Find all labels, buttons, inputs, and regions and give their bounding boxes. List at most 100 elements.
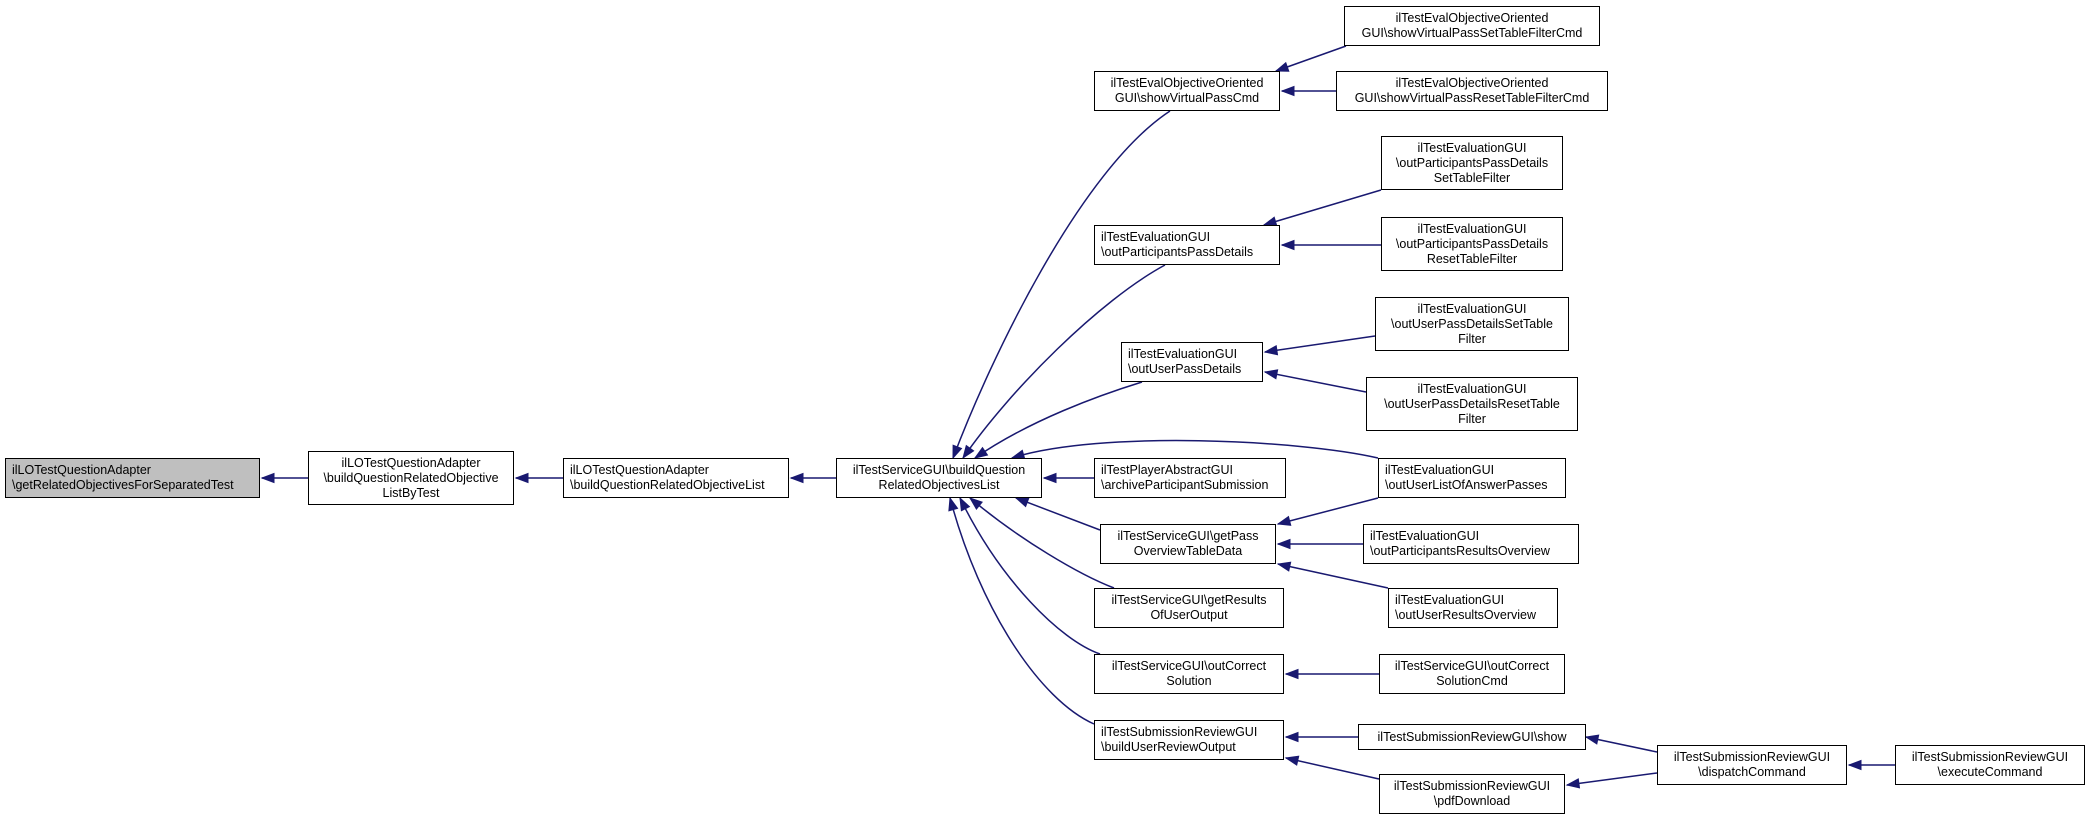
node-line: ilTestEvaluationGUI	[1385, 463, 1495, 477]
node-line: GUI\showVirtualPassCmd	[1114, 91, 1260, 105]
node-line: ilTestServiceGUI\outCorrect	[1394, 659, 1550, 673]
e-n9-n3-arrowhead	[968, 497, 983, 510]
node-line: \outUserListOfAnswerPasses	[1385, 478, 1548, 492]
e-n3-n2-arrowhead	[789, 472, 804, 484]
node-line: Solution	[1166, 674, 1212, 688]
node-line: ilTestEvaluationGUI	[1417, 381, 1527, 396]
node-line: ilTestServiceGUI\getPass	[1117, 529, 1259, 543]
e-n4-n3	[952, 110, 1171, 459]
e-n16-n6	[1264, 335, 1376, 353]
e-n17-n6	[1264, 371, 1367, 393]
node-line: ListByTest	[382, 485, 440, 500]
node-line: ilTestEvaluationGUI	[1370, 529, 1480, 543]
node-line: ilTestSubmissionReviewGUI	[1911, 750, 2069, 764]
node-line: Filter	[1458, 411, 1486, 426]
node-get-results-of-user-output[interactable]: ilTestServiceGUI\getResults OfUserOutput	[1094, 588, 1284, 628]
e-n13-n4-arrowhead	[1280, 85, 1295, 97]
e-n18-n3	[1011, 439, 1379, 459]
node-line: GUI\showVirtualPassSetTableFilterCmd	[1361, 26, 1583, 40]
node-build-question-related-objectives-list[interactable]: ilTestServiceGUI\buildQuestion RelatedOb…	[836, 458, 1042, 498]
node-line: ilLOTestQuestionAdapter	[341, 455, 481, 470]
node-get-related-objectives-for-separated-test[interactable]: ilLOTestQuestionAdapter \getRelatedObjec…	[5, 458, 260, 498]
node-out-user-results-overview[interactable]: ilTestEvaluationGUI \outUserResultsOverv…	[1388, 588, 1558, 628]
e-n1-n0-arrowhead	[260, 472, 275, 484]
e-n2-n1-arrowhead	[514, 472, 529, 484]
node-execute-command[interactable]: ilTestSubmissionReviewGUI \executeComman…	[1895, 745, 2085, 785]
e-n22-n11-arrowhead	[1284, 731, 1299, 743]
node-build-question-related-objective-list-by-test[interactable]: ilLOTestQuestionAdapter \buildQuestionRe…	[308, 451, 514, 505]
node-out-user-pass-details-set-table-filter[interactable]: ilTestEvaluationGUI \outUserPassDetailsS…	[1375, 297, 1569, 351]
node-line: GUI\showVirtualPassResetTableFilterCmd	[1354, 91, 1590, 105]
e-n12-n4-arrowhead	[1274, 61, 1290, 72]
node-line: \outParticipantsPassDetails	[1395, 236, 1549, 251]
node-line: \archiveParticipantSubmission	[1101, 478, 1269, 492]
node-line: \executeCommand	[1937, 765, 2043, 779]
node-out-participants-results-overview[interactable]: ilTestEvaluationGUI \outParticipantsResu…	[1363, 524, 1579, 564]
node-out-correct-solution[interactable]: ilTestServiceGUI\outCorrect Solution	[1094, 654, 1284, 694]
node-pdf-download[interactable]: ilTestSubmissionReviewGUI \pdfDownload	[1379, 774, 1565, 814]
node-line: ilTestEvaluationGUI	[1417, 140, 1527, 155]
e-n5-n3	[962, 264, 1166, 459]
node-archive-participant-submission[interactable]: ilTestPlayerAbstractGUI \archiveParticip…	[1094, 458, 1286, 498]
node-out-user-pass-details[interactable]: ilTestEvaluationGUI \outUserPassDetails	[1121, 342, 1263, 382]
node-line: ilTestEvaluationGUI	[1101, 230, 1211, 244]
node-out-participants-pass-details[interactable]: ilTestEvaluationGUI \outParticipantsPass…	[1094, 225, 1280, 265]
node-show-virtual-pass-cmd[interactable]: ilTestEvalObjectiveOriented GUI\showVirt…	[1094, 71, 1280, 111]
node-line: \buildQuestionRelatedObjective	[323, 470, 499, 485]
e-n15-n5-arrowhead	[1280, 239, 1295, 251]
e-n11-n3	[949, 497, 1095, 725]
e-n24-n23-arrowhead	[1565, 778, 1581, 789]
node-line: ilTestSubmissionReviewGUI	[1673, 750, 1831, 764]
node-line: ResetTableFilter	[1426, 251, 1518, 266]
node-line: ilTestServiceGUI\outCorrect	[1111, 659, 1267, 673]
node-line: ilTestServiceGUI\buildQuestion	[852, 463, 1026, 477]
node-out-participants-pass-details-reset-table-filter[interactable]: ilTestEvaluationGUI \outParticipantsPass…	[1381, 217, 1563, 271]
e-n16-n6-arrowhead	[1263, 345, 1279, 356]
e-n14-n5	[1263, 189, 1382, 226]
e-n4-n3-arrowhead	[952, 444, 963, 460]
node-line: \buildQuestionRelatedObjectiveList	[570, 478, 765, 492]
node-show-virtual-pass-reset-table-filter-cmd[interactable]: ilTestEvalObjectiveOriented GUI\showVirt…	[1336, 71, 1608, 111]
node-line: \getRelatedObjectivesForSeparatedTest	[12, 478, 234, 492]
node-line: OverviewTableData	[1133, 544, 1243, 558]
node-build-question-related-objective-list[interactable]: ilLOTestQuestionAdapter \buildQuestionRe…	[563, 458, 789, 498]
node-out-correct-solution-cmd[interactable]: ilTestServiceGUI\outCorrect SolutionCmd	[1379, 654, 1565, 694]
e-n24-n23	[1566, 772, 1658, 786]
node-line: SolutionCmd	[1436, 674, 1508, 688]
node-show-virtual-pass-set-table-filter-cmd[interactable]: ilTestEvalObjectiveOriented GUI\showVirt…	[1344, 6, 1600, 46]
node-dispatch-command[interactable]: ilTestSubmissionReviewGUI \dispatchComma…	[1657, 745, 1847, 785]
node-line: ilTestEvaluationGUI	[1417, 221, 1527, 236]
e-n10-n3-arrowhead	[959, 496, 971, 512]
node-line: \dispatchCommand	[1698, 765, 1806, 779]
node-line: ilTestEvalObjectiveOriented	[1110, 76, 1264, 90]
node-build-user-review-output[interactable]: ilTestSubmissionReviewGUI \buildUserRevi…	[1094, 720, 1284, 760]
node-get-pass-overview-table-data[interactable]: ilTestServiceGUI\getPass OverviewTableDa…	[1100, 524, 1276, 564]
e-n18-n8-arrowhead	[1276, 515, 1292, 526]
e-n18-n8	[1277, 497, 1379, 525]
node-line: ilTestEvalObjectiveOriented	[1395, 11, 1549, 25]
node-line: \outParticipantsPassDetails	[1101, 245, 1254, 259]
e-n6-n3	[974, 381, 1143, 459]
e-n23-n11-arrowhead	[1284, 755, 1300, 766]
node-line: SetTableFilter	[1433, 170, 1511, 185]
node-line: ilLOTestQuestionAdapter	[12, 463, 151, 477]
node-line: \pdfDownload	[1433, 794, 1511, 808]
node-line: ilTestServiceGUI\getResults	[1111, 593, 1267, 607]
e-n6-n3-arrowhead	[973, 446, 989, 459]
node-line: \buildUserReviewOutput	[1101, 740, 1236, 754]
node-out-participants-pass-details-set-table-filter[interactable]: ilTestEvaluationGUI \outParticipantsPass…	[1381, 136, 1563, 190]
node-out-user-list-of-answer-passes[interactable]: ilTestEvaluationGUI \outUserListOfAnswer…	[1378, 458, 1566, 498]
node-line: \outUserPassDetailsSetTable	[1391, 316, 1553, 331]
node-line: ilTestEvaluationGUI	[1128, 347, 1238, 361]
node-line: RelatedObjectivesList	[878, 478, 1000, 492]
e-n23-n11	[1285, 757, 1380, 780]
e-n20-n8	[1277, 563, 1389, 589]
node-line: ilTestSubmissionReviewGUI	[1101, 725, 1258, 739]
node-line: ilTestEvalObjectiveOriented	[1395, 76, 1549, 90]
node-line: \outUserPassDetailsResetTable	[1384, 396, 1560, 411]
node-out-user-pass-details-reset-table-filter[interactable]: ilTestEvaluationGUI \outUserPassDetailsR…	[1366, 377, 1578, 431]
node-submission-review-show[interactable]: ilTestSubmissionReviewGUI\show	[1358, 724, 1586, 750]
e-n8-n3-arrowhead	[1014, 497, 1030, 508]
e-n25-n24-arrowhead	[1847, 759, 1862, 771]
